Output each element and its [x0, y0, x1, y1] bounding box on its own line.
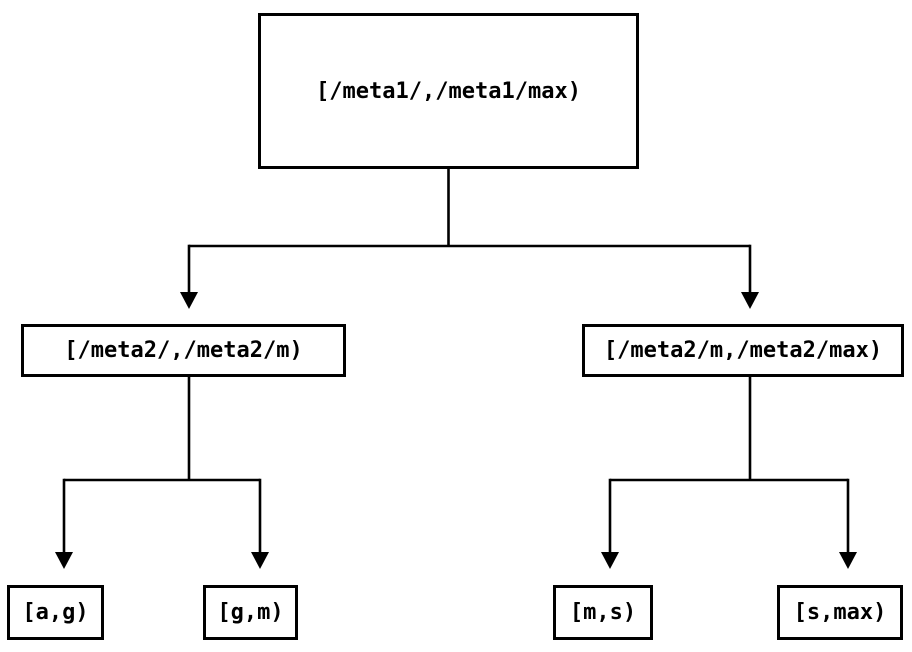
node-meta2-left-label: [/meta2/,/meta2/m)	[64, 338, 303, 363]
node-leaf-smax: [s,max)	[777, 585, 903, 640]
node-leaf-ms-label: [m,s)	[569, 600, 637, 625]
arrowhead-icon	[55, 552, 73, 569]
node-leaf-ag-label: [a,g)	[22, 600, 89, 625]
node-leaf-gm-label: [g,m)	[217, 600, 284, 625]
node-leaf-ag: [a,g)	[7, 585, 104, 640]
node-meta2-left: [/meta2/,/meta2/m)	[21, 324, 346, 377]
node-root-label: [/meta1/,/meta1/max)	[316, 78, 581, 104]
node-leaf-ms: [m,s)	[553, 585, 653, 640]
arrowhead-icon	[839, 552, 857, 569]
arrowhead-icon	[251, 552, 269, 569]
node-leaf-gm: [g,m)	[203, 585, 298, 640]
arrowhead-icon	[180, 292, 198, 309]
arrowhead-icon	[601, 552, 619, 569]
arrowhead-icon	[741, 292, 759, 309]
node-meta2-right-label: [/meta2/m,/meta2/max)	[603, 338, 883, 363]
node-leaf-smax-label: [s,max)	[793, 600, 887, 625]
node-meta2-right: [/meta2/m,/meta2/max)	[582, 324, 904, 377]
node-root: [/meta1/,/meta1/max)	[258, 13, 639, 169]
